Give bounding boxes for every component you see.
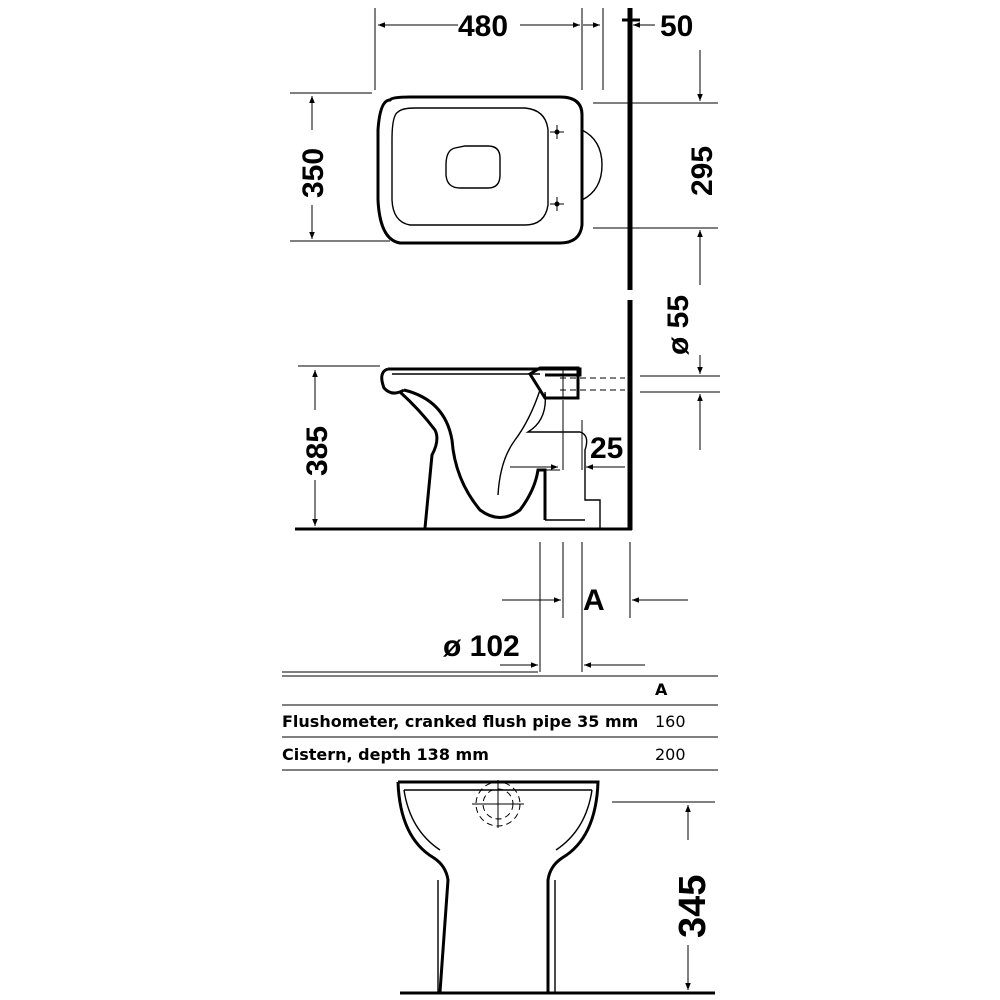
bolt-hole-icon bbox=[550, 197, 564, 211]
drain-crosshair-icon bbox=[472, 780, 524, 828]
table-row-value: 200 bbox=[655, 745, 686, 764]
dimension-480: 480 bbox=[374, 8, 583, 90]
side-view bbox=[295, 366, 632, 531]
front-view bbox=[396, 780, 715, 995]
table-row-value: 160 bbox=[655, 712, 686, 731]
dimension-345: 345 bbox=[612, 801, 715, 990]
dimension-diameter-102: ø 102 bbox=[282, 630, 645, 673]
dimension-50: 50 bbox=[583, 8, 693, 90]
dim-480-label: 480 bbox=[458, 10, 508, 43]
dim-diameter-102-label: ø 102 bbox=[443, 630, 520, 663]
dim-345-label: 345 bbox=[672, 875, 714, 938]
dim-295-label: 295 bbox=[686, 146, 719, 196]
dimension-table: A Flushometer, cranked flush pipe 35 mm … bbox=[282, 675, 718, 771]
dimension-385: 385 bbox=[298, 365, 380, 526]
dimension-295: 295 bbox=[593, 50, 719, 285]
table-header-a: A bbox=[655, 680, 668, 699]
dim-50-label: 50 bbox=[660, 10, 693, 43]
dim-diameter-55-label: ø 55 bbox=[662, 295, 695, 355]
bolt-hole-icon bbox=[550, 125, 564, 139]
dim-a-label: A bbox=[583, 584, 605, 617]
plan-view bbox=[376, 95, 603, 245]
wall-line bbox=[622, 8, 640, 530]
dim-385-label: 385 bbox=[301, 426, 334, 476]
dimension-350: 350 bbox=[290, 92, 390, 242]
dim-350-label: 350 bbox=[297, 148, 330, 198]
dim-25-label: 25 bbox=[590, 432, 623, 465]
dimension-a: A bbox=[502, 542, 688, 672]
table-row-label: Cistern, depth 138 mm bbox=[282, 745, 489, 764]
table-row-label: Flushometer, cranked flush pipe 35 mm bbox=[282, 712, 638, 731]
dimension-25: 25 bbox=[510, 432, 625, 470]
dimension-diameter-55: ø 55 bbox=[640, 295, 720, 450]
